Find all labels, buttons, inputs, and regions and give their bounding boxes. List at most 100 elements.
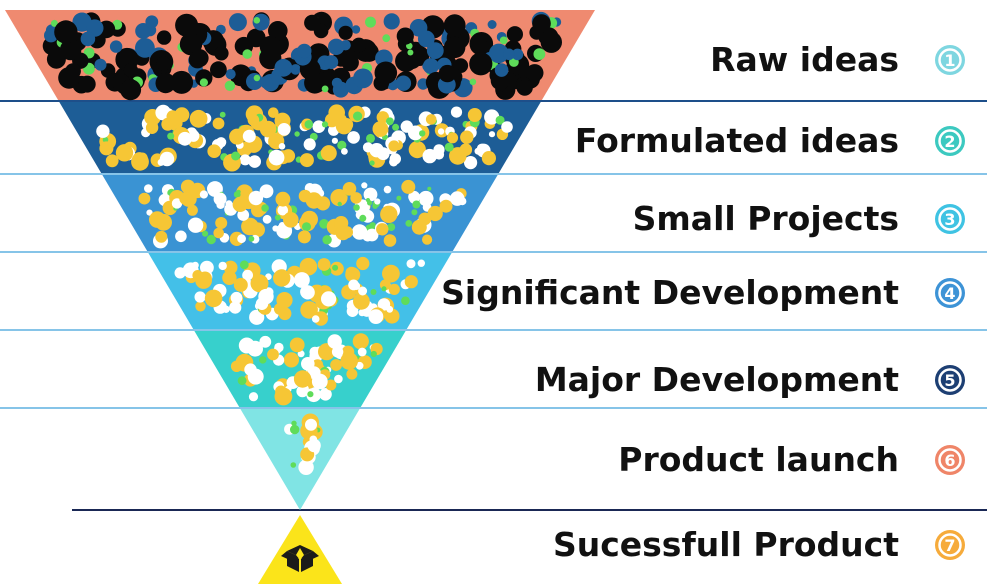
dot: [120, 79, 142, 101]
dot: [425, 114, 437, 125]
dot: [372, 203, 378, 209]
dot: [258, 288, 274, 305]
dot: [400, 120, 413, 133]
dot: [299, 153, 314, 168]
dot: [294, 131, 300, 137]
funnel-band-6: [240, 409, 360, 510]
dot: [372, 121, 389, 137]
dot: [331, 77, 343, 89]
dot: [427, 186, 432, 191]
dot: [237, 209, 250, 221]
dot: [145, 15, 159, 29]
dot: [199, 190, 208, 199]
dot: [405, 220, 413, 227]
dot: [335, 226, 348, 239]
dot: [321, 291, 337, 307]
dot: [277, 204, 289, 216]
dot: [46, 49, 66, 69]
dot: [228, 13, 247, 32]
dot: [348, 279, 359, 291]
dot: [337, 201, 342, 207]
dot: [99, 141, 114, 156]
dot: [191, 261, 199, 269]
dot: [532, 14, 551, 33]
dot: [109, 40, 123, 53]
stage-number-5: 5: [944, 371, 955, 390]
band-dots-2: [96, 104, 513, 172]
dot: [174, 267, 186, 279]
dot: [459, 143, 473, 156]
dot: [303, 138, 316, 151]
dot: [297, 43, 312, 59]
dot: [444, 142, 454, 152]
stage-number-3: 3: [944, 210, 955, 229]
dot: [319, 219, 329, 229]
dot: [353, 204, 360, 211]
dot: [487, 20, 497, 29]
dot: [187, 217, 204, 233]
dot: [387, 223, 396, 232]
dot: [225, 69, 236, 80]
dot: [242, 129, 256, 143]
stage-number-badge-6: 6: [935, 445, 965, 475]
dot: [291, 420, 297, 426]
dot: [138, 192, 151, 205]
dot: [189, 109, 208, 128]
dot: [135, 23, 152, 39]
dot: [248, 190, 264, 206]
dot: [233, 277, 248, 292]
dot: [195, 301, 206, 312]
dot: [334, 216, 349, 231]
dot: [365, 16, 376, 28]
dot: [278, 143, 286, 150]
dot: [396, 195, 402, 201]
dot: [346, 368, 358, 380]
dot: [238, 337, 255, 354]
dot: [242, 49, 253, 59]
dot: [392, 123, 400, 131]
dot: [368, 309, 384, 324]
dot: [268, 107, 279, 118]
dot: [268, 21, 288, 41]
stage-number-2: 2: [944, 132, 955, 151]
dot: [370, 350, 377, 358]
dot: [404, 275, 418, 289]
dot: [438, 64, 457, 83]
dot: [464, 156, 478, 170]
dot: [411, 209, 418, 216]
dot: [267, 348, 279, 361]
dot: [202, 230, 209, 237]
dot: [322, 235, 332, 245]
dot: [115, 144, 134, 162]
dot: [331, 137, 338, 144]
dot: [369, 160, 375, 166]
dot: [401, 296, 410, 306]
dot: [388, 283, 400, 295]
dot: [408, 141, 426, 159]
dot: [123, 63, 138, 78]
dot: [374, 198, 381, 205]
dot: [341, 53, 359, 72]
dot: [186, 204, 198, 216]
dot: [304, 120, 314, 129]
dot: [253, 74, 261, 82]
dot: [361, 182, 368, 189]
dot: [401, 48, 422, 70]
dot: [351, 37, 367, 53]
dot: [250, 222, 265, 238]
dot: [376, 111, 389, 124]
dot: [247, 368, 264, 385]
dot: [474, 147, 482, 155]
dot: [58, 67, 80, 89]
dot: [170, 113, 183, 126]
dot: [369, 222, 377, 229]
dot: [159, 151, 175, 167]
dot: [283, 352, 299, 368]
dot: [293, 370, 312, 388]
dot: [396, 27, 414, 45]
stage-label-6: Product launch: [618, 440, 899, 479]
dot: [229, 301, 242, 314]
dot: [332, 264, 339, 271]
dot: [389, 153, 401, 165]
